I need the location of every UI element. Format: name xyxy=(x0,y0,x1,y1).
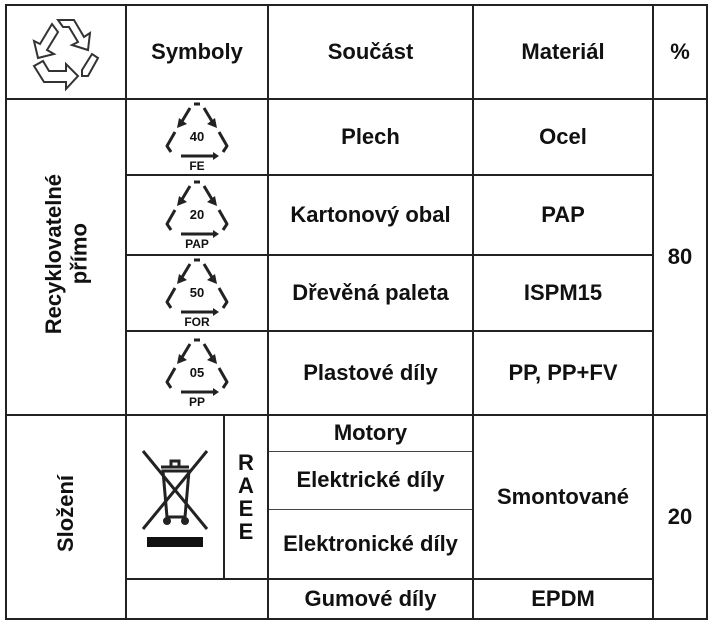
recycling-code-abbr: PAP xyxy=(185,237,209,251)
recycling-code-number: 50 xyxy=(190,285,204,300)
part-cell: Dřevěná paleta xyxy=(267,254,474,332)
recycling-code-icon: 20 PAP xyxy=(165,180,229,251)
table-row: 50 FOR Dřevěná paleta ISPM15 xyxy=(6,254,707,332)
part-cell: Plastové díly xyxy=(267,330,474,416)
header-percent: % xyxy=(652,4,708,100)
recycling-code-abbr: FE xyxy=(189,159,204,173)
crossed-out-bin-icon xyxy=(141,450,209,547)
recycling-code-icon: 40 FE xyxy=(165,102,229,173)
recycling-code-icon: 05 PP xyxy=(165,338,229,409)
recycling-symbol-cell: 50 FOR xyxy=(125,254,269,332)
table-row: Složení R A E E Motory Smonto xyxy=(5,414,708,620)
header-symbols: Symboly xyxy=(125,4,269,100)
raee-cell: R A E E xyxy=(223,414,269,580)
group-recyclable-label: Recyklovatelné přímo xyxy=(41,174,92,334)
group-composition-label: Složení xyxy=(53,475,79,553)
recycling-code-number: 05 xyxy=(190,365,204,380)
raee-letter: R xyxy=(238,449,254,475)
assembled-material-cell: Smontované xyxy=(472,414,654,580)
table-row: 05 PP Plastové díly PP, PP+FV xyxy=(6,330,707,416)
recycling-code-abbr: FOR xyxy=(184,315,210,329)
table-row: Elektronické díly xyxy=(6,508,707,580)
empty-symbol-cell xyxy=(125,578,269,620)
recycling-code-number: 40 xyxy=(190,129,204,144)
group-recyclable-label-line1: Recyklovatelné xyxy=(40,173,66,335)
recycle-icon xyxy=(32,19,100,92)
raee-letter: E xyxy=(238,519,254,545)
material-cell: PP, PP+FV xyxy=(472,330,654,416)
table-row: 20 PAP Kartonový obal PAP xyxy=(6,174,707,256)
recycling-code-abbr: PP xyxy=(189,395,205,409)
recycling-symbol-cell: 40 FE xyxy=(125,98,269,176)
table-row: Gumové díly EPDM xyxy=(6,578,707,620)
material-cell: EPDM xyxy=(472,578,654,620)
material-cell: PAP xyxy=(472,174,654,256)
material-cell: ISPM15 xyxy=(472,254,654,332)
part-cell: Plech xyxy=(267,98,474,176)
group-composition-label-cell: Složení xyxy=(5,414,127,620)
weee-symbol-cell xyxy=(125,414,225,580)
recycling-table-container: Symboly Součást Materiál % Recyklovateln… xyxy=(5,4,708,620)
header-logo-cell xyxy=(5,4,127,100)
group-recyclable-percent: 80 xyxy=(652,98,708,416)
part-cell: Gumové díly xyxy=(267,578,474,620)
recycling-code-number: 20 xyxy=(190,207,204,222)
part-cell: Elektrické díly xyxy=(267,450,474,510)
recycling-symbol-cell: 20 PAP xyxy=(125,174,269,256)
part-cell: Elektronické díly xyxy=(267,508,474,580)
table-row: Recyklovatelné přímo 40 FE Plech Ocel 80 xyxy=(5,98,708,416)
part-cell: Kartonový obal xyxy=(267,174,474,256)
recycling-symbol-cell: 05 PP xyxy=(125,330,269,416)
group-composition-percent: 20 xyxy=(652,414,708,620)
raee-letter: A xyxy=(238,472,254,498)
header-row: Symboly Součást Materiál % xyxy=(5,4,708,100)
raee-letter: E xyxy=(238,496,254,521)
material-cell: Ocel xyxy=(472,98,654,176)
header-part: Součást xyxy=(267,4,474,100)
recycling-code-icon: 50 FOR xyxy=(165,258,229,329)
group-recyclable-label-line2: přímo xyxy=(66,223,91,285)
part-cell: Motory xyxy=(267,414,474,452)
header-material: Materiál xyxy=(472,4,654,100)
recycling-table: Symboly Součást Materiál % Recyklovateln… xyxy=(5,4,708,620)
group-recyclable-label-cell: Recyklovatelné přímo xyxy=(5,98,127,416)
